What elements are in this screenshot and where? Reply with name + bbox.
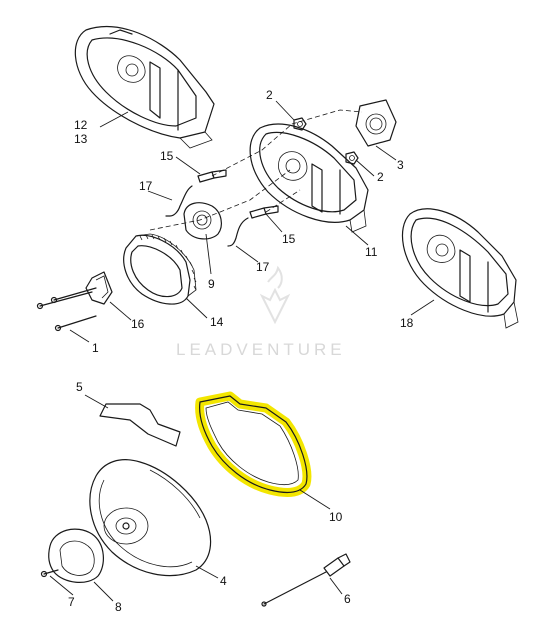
- seal-part-10: [195, 391, 312, 497]
- assembly-guide-lines: [149, 109, 363, 231]
- callout-16: 16: [131, 317, 145, 331]
- watermark-text: LEADVENTURE: [176, 340, 346, 359]
- callout-15-right: 15: [282, 232, 296, 246]
- backplate-part-18: [401, 208, 519, 329]
- long-bolt-part-6: [261, 553, 351, 607]
- callout-6: 6: [344, 592, 351, 606]
- watermark-logo-icon: [259, 265, 291, 325]
- callout-7: 7: [68, 595, 75, 609]
- callout-5: 5: [76, 380, 83, 394]
- leader-lines: [49, 100, 435, 602]
- callout-2-lower: 2: [377, 170, 384, 184]
- screw-part-7: [40, 569, 59, 578]
- callout-10: 10: [329, 510, 343, 524]
- callout-11: 11: [365, 245, 378, 259]
- callout-15-left: 15: [160, 149, 174, 163]
- callout-3: 3: [397, 158, 404, 172]
- callout-17-right: 17: [256, 260, 270, 274]
- breather-bolt-part-15-left: [197, 169, 227, 183]
- callout-12: 12: [74, 118, 88, 132]
- callout-14: 14: [210, 315, 224, 329]
- air-filter-part-14: [123, 233, 197, 305]
- hose-part-17-left: [165, 185, 193, 217]
- callout-4: 4: [220, 574, 227, 588]
- nut-part-2-lower: [345, 151, 359, 165]
- air-cleaner-cover-part-4: [89, 459, 212, 577]
- seal-highlight: [195, 391, 312, 497]
- gasket-part-3: [355, 99, 397, 147]
- callout-9: 9: [208, 277, 215, 291]
- callout-17-left: 17: [139, 179, 153, 193]
- backplate-part-11: [249, 123, 369, 233]
- callout-1: 1: [92, 341, 99, 355]
- trim-part-5: [99, 403, 181, 447]
- callout-18: 18: [400, 316, 414, 330]
- callout-13: 13: [74, 132, 88, 146]
- backplate-part-12: [74, 26, 215, 149]
- watermark: LEADVENTURE: [176, 265, 346, 359]
- medallion-part-8: [48, 528, 104, 583]
- callout-8: 8: [115, 600, 122, 614]
- screw-part-1-set: [36, 287, 97, 332]
- callout-labels: 1 2 2 3 4 5 6 7 8 9 10 11 12 13 14 15 15…: [68, 88, 414, 614]
- gasket-part-9: [183, 202, 222, 240]
- hose-part-17-right: [227, 217, 249, 247]
- bracket-part-16: [85, 271, 113, 305]
- breather-bolt-part-15-right: [249, 205, 279, 219]
- callout-2-upper: 2: [266, 88, 273, 102]
